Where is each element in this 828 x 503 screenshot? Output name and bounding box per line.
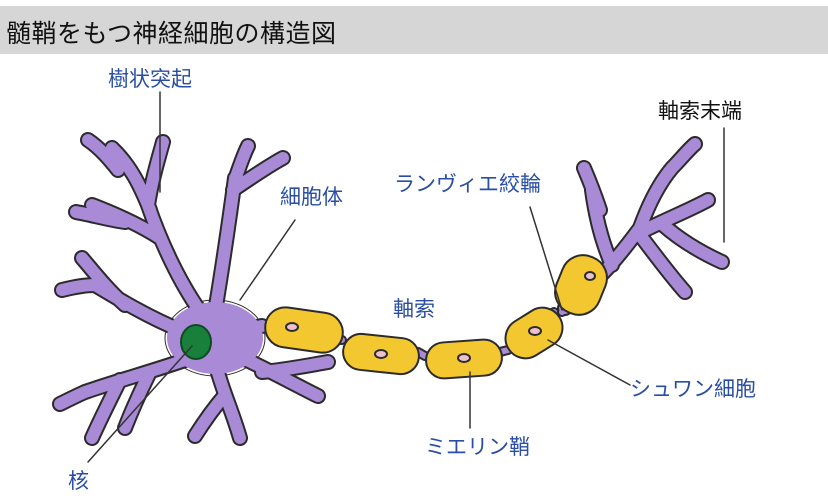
myelin-segment [425, 338, 503, 380]
label-node-of-ranvier: ランヴィエ絞輪 [394, 172, 541, 196]
myelin-segment [554, 254, 608, 316]
myelin-segment [342, 332, 420, 376]
leader-nucleus [87, 345, 193, 463]
title-bar: 髄鞘をもつ神経細胞の構造図 [0, 6, 828, 54]
myelin-segment [504, 306, 564, 360]
leader-lines [87, 91, 725, 463]
label-cell-body: 細胞体 [280, 185, 343, 209]
label-nucleus: 核 [68, 469, 89, 493]
myelin-segment [264, 306, 344, 354]
label-dendrite: 樹状突起 [108, 67, 192, 91]
label-axon-terminal: 軸索末端 [658, 99, 742, 123]
leader-schwann-cell [547, 339, 631, 386]
myelin-sheath [264, 254, 608, 380]
label-myelin-sheath: ミエリン鞘 [425, 435, 530, 459]
label-schwann-cell: シュワン細胞 [630, 377, 756, 401]
leader-cell-body [239, 219, 296, 301]
label-axon: 軸索 [393, 297, 435, 321]
leader-node-of-ranvier [529, 206, 563, 311]
page-title: 髄鞘をもつ神経細胞の構造図 [6, 19, 337, 48]
